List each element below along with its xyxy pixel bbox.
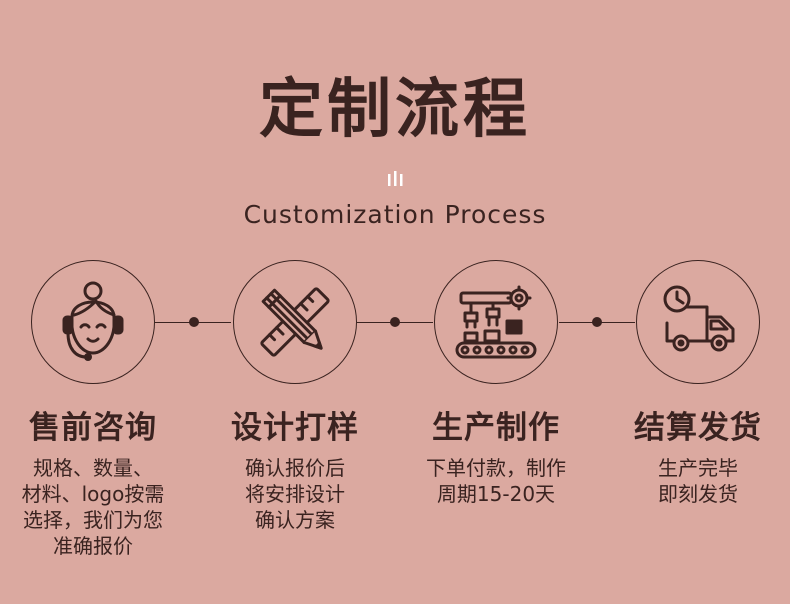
step-2-line: 确认报价后 — [245, 456, 345, 480]
step-1-circle — [31, 260, 155, 384]
connector-dot — [390, 317, 400, 327]
step-1-line: 材料、logo按需 — [21, 482, 165, 506]
step-2-title: 设计打样 — [231, 410, 359, 446]
step-3-description: 下单付款，制作 周期15-20天 — [406, 455, 586, 507]
step-3-title: 生产制作 — [432, 410, 560, 446]
pencil-ruler-icon — [260, 287, 330, 357]
delivery-truck-icon — [663, 285, 735, 352]
step-4-description: 生产完毕 即刻发货 — [608, 455, 788, 507]
page-title: 定制流程 — [259, 73, 531, 147]
connector-dot — [592, 317, 602, 327]
step-4-line: 生产完毕 — [658, 456, 738, 480]
step-3-line: 下单付款，制作 — [426, 456, 566, 480]
step-3-circle — [434, 260, 558, 384]
connector-dot — [189, 317, 199, 327]
step-2-line: 将安排设计 — [245, 482, 345, 506]
step-4-title: 结算发货 — [634, 410, 762, 446]
factory-conveyor-icon — [455, 285, 537, 359]
step-2-description: 确认报价后 将安排设计 确认方案 — [205, 455, 385, 533]
step-1-line: 规格、数量、 — [33, 456, 153, 480]
step-4-circle — [636, 260, 760, 384]
decorative-bars-icon — [388, 171, 403, 186]
step-4-line: 即刻发货 — [658, 482, 738, 506]
step-2-circle — [233, 260, 357, 384]
step-1-line: 准确报价 — [53, 534, 133, 558]
customer-service-icon — [62, 281, 124, 361]
step-1-description: 规格、数量、 材料、logo按需 选择，我们为您 准确报价 — [3, 455, 183, 559]
step-2-line: 确认方案 — [255, 508, 335, 532]
step-1-line: 选择，我们为您 — [23, 508, 163, 532]
step-3-line: 周期15-20天 — [436, 482, 556, 506]
step-1-title: 售前咨询 — [29, 410, 157, 446]
page-subtitle: Customization Process — [243, 200, 547, 229]
